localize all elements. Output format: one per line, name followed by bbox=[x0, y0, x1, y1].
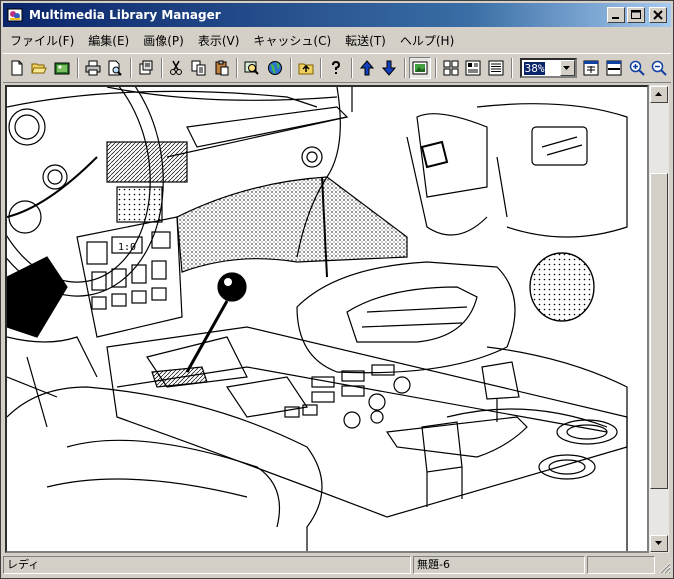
toolbar-separator bbox=[130, 58, 133, 78]
status-document-name: 無題-6 bbox=[413, 556, 585, 574]
svg-text:1:0: 1:0 bbox=[118, 242, 136, 253]
globe-button[interactable] bbox=[264, 57, 286, 79]
search-button[interactable] bbox=[241, 57, 263, 79]
open-folder-button[interactable] bbox=[29, 57, 51, 79]
zoom-out-icon bbox=[652, 60, 667, 76]
next-arrow-icon bbox=[382, 60, 397, 76]
fit-window-icon bbox=[583, 60, 599, 76]
minimize-icon bbox=[612, 17, 619, 19]
zoom-dropdown-button[interactable] bbox=[559, 60, 575, 76]
print-preview-icon bbox=[108, 60, 122, 76]
toolbar-separator bbox=[236, 58, 239, 78]
copy-button[interactable] bbox=[188, 57, 210, 79]
next-button[interactable] bbox=[379, 57, 401, 79]
print-button[interactable] bbox=[82, 57, 104, 79]
vertical-scrollbar[interactable] bbox=[649, 85, 669, 553]
previous-arrow-icon bbox=[359, 60, 374, 76]
toolbar-separator bbox=[434, 58, 437, 78]
zoom-select[interactable]: 38% bbox=[519, 58, 577, 78]
scroll-down-button[interactable] bbox=[650, 535, 668, 552]
toolbar-separator bbox=[160, 58, 163, 78]
status-message: レディ bbox=[3, 556, 411, 574]
paste-button[interactable] bbox=[211, 57, 233, 79]
menu-image[interactable]: 画像(P) bbox=[143, 33, 184, 48]
up-folder-button[interactable] bbox=[295, 57, 317, 79]
scroll-up-button[interactable] bbox=[650, 86, 668, 103]
chevron-up-icon bbox=[655, 92, 662, 96]
up-folder-icon bbox=[298, 63, 313, 75]
cut-button[interactable] bbox=[166, 57, 188, 79]
help-button[interactable] bbox=[325, 57, 347, 79]
menu-bar: ファイル(F) 編集(E) 画像(P) 表示(V) キャッシュ(C) 転送(T)… bbox=[3, 29, 671, 51]
toolbar-separator bbox=[404, 58, 407, 78]
help-icon bbox=[332, 60, 341, 74]
thumbnail-view-button[interactable] bbox=[440, 57, 462, 79]
list-view-button[interactable] bbox=[485, 57, 507, 79]
chevron-down-icon bbox=[655, 541, 662, 545]
image-view-button[interactable] bbox=[409, 57, 431, 79]
properties-icon bbox=[139, 60, 153, 75]
status-bar: レディ 無題-6 bbox=[3, 556, 671, 576]
new-file-icon bbox=[11, 60, 23, 76]
globe-icon bbox=[267, 61, 282, 75]
toolbar-separator bbox=[76, 58, 79, 78]
menu-help[interactable]: ヘルプ(H) bbox=[399, 33, 455, 48]
image-view-icon bbox=[412, 61, 428, 75]
previous-button[interactable] bbox=[356, 57, 378, 79]
menu-transfer[interactable]: 転送(T) bbox=[345, 33, 386, 48]
open-folder-icon bbox=[31, 63, 48, 74]
copy-icon bbox=[191, 60, 206, 76]
toolbar-separator bbox=[289, 58, 292, 78]
status-extra bbox=[587, 556, 655, 574]
toolbar: 38% bbox=[3, 53, 671, 83]
zoom-in-icon bbox=[629, 60, 645, 76]
title-bar[interactable]: Multimedia Library Manager bbox=[3, 3, 671, 27]
image-folder-button[interactable] bbox=[51, 57, 73, 79]
menu-cache[interactable]: キャッシュ(C) bbox=[253, 33, 332, 48]
new-file-button[interactable] bbox=[6, 57, 28, 79]
toolbar-separator bbox=[350, 58, 353, 78]
resize-grip-icon[interactable] bbox=[657, 560, 671, 574]
image-canvas[interactable]: 1:0 bbox=[5, 85, 649, 553]
thumbnail-view-icon bbox=[443, 60, 459, 76]
print-icon bbox=[85, 60, 101, 76]
paste-icon bbox=[215, 60, 229, 76]
close-icon bbox=[653, 10, 663, 20]
zoom-in-button[interactable] bbox=[626, 57, 648, 79]
zoom-value: 38% bbox=[523, 61, 546, 75]
menu-view[interactable]: 表示(V) bbox=[197, 33, 240, 48]
fit-window-button[interactable] bbox=[581, 57, 603, 79]
image-folder-icon bbox=[54, 62, 70, 75]
maximize-icon bbox=[631, 10, 641, 19]
print-preview-button[interactable] bbox=[104, 57, 126, 79]
chevron-down-icon bbox=[563, 65, 571, 70]
car-interior-drawing: 1:0 bbox=[7, 87, 647, 551]
search-icon bbox=[244, 61, 259, 75]
detail-view-icon bbox=[465, 60, 481, 76]
close-button[interactable] bbox=[649, 7, 667, 23]
list-view-icon bbox=[488, 60, 504, 76]
menu-file[interactable]: ファイル(F) bbox=[10, 33, 75, 48]
app-logo-icon bbox=[7, 8, 23, 22]
zoom-out-button[interactable] bbox=[648, 57, 670, 79]
window-title: Multimedia Library Manager bbox=[29, 8, 221, 22]
properties-button[interactable] bbox=[135, 57, 157, 79]
cut-icon bbox=[170, 60, 183, 75]
minimize-button[interactable] bbox=[607, 7, 625, 23]
detail-view-button[interactable] bbox=[462, 57, 484, 79]
fit-width-button[interactable] bbox=[603, 57, 625, 79]
toolbar-separator bbox=[320, 58, 323, 78]
menu-edit[interactable]: 編集(E) bbox=[88, 33, 130, 48]
toolbar-separator bbox=[510, 58, 513, 78]
caption-buttons bbox=[607, 7, 667, 23]
maximize-button[interactable] bbox=[627, 7, 645, 23]
fit-width-icon bbox=[606, 60, 622, 76]
scroll-thumb[interactable] bbox=[650, 173, 668, 489]
